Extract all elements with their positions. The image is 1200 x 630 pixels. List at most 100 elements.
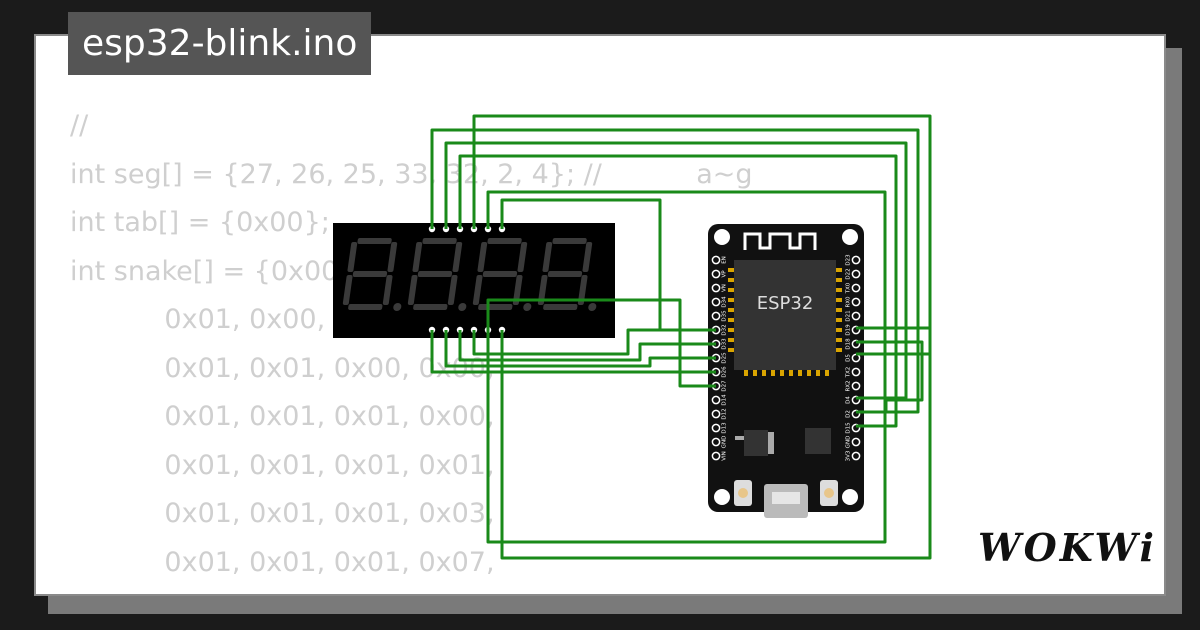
module-pad (728, 298, 734, 302)
mount-hole (714, 489, 730, 505)
segment (542, 242, 553, 272)
module-pad (728, 338, 734, 342)
pin-gnd[interactable] (711, 437, 721, 447)
pin-label: D25 (722, 352, 728, 364)
mount-hole (714, 229, 730, 245)
pin-rx2[interactable] (851, 381, 861, 391)
pin-d34[interactable] (711, 297, 721, 307)
pin-label: RX0 (846, 296, 852, 308)
pin-label: D14 (722, 394, 728, 406)
pin-d23[interactable] (851, 255, 861, 265)
module-pad (836, 278, 842, 282)
pin-vp[interactable] (711, 269, 721, 279)
pin-label: D27 (722, 380, 728, 392)
display-digits (342, 238, 597, 311)
pin-d14[interactable] (711, 395, 721, 405)
pin-label: VP (722, 270, 728, 278)
pin-rx0[interactable] (851, 297, 861, 307)
pin-label: D13 (722, 422, 728, 434)
pin-tx2[interactable] (851, 367, 861, 377)
pin-tx0[interactable] (851, 283, 861, 293)
segment (472, 275, 483, 305)
module-pad (728, 278, 734, 282)
module-pad (836, 338, 842, 342)
seven-segment-display[interactable] (333, 223, 615, 338)
segment (357, 238, 392, 244)
mount-hole (842, 489, 858, 505)
code-line: int snake[] = {0x00, (70, 255, 347, 287)
pin-label: TX2 (846, 367, 852, 379)
pin-label: D5 (846, 354, 852, 362)
code-line: int tab[] = {0x00}; (70, 207, 330, 238)
pin-label: D15 (846, 422, 852, 434)
decimal-point (393, 303, 402, 311)
segment (543, 304, 578, 310)
pin-label: GND (722, 436, 728, 449)
digit (342, 238, 402, 311)
regulator (744, 430, 768, 456)
antenna-icon (743, 232, 817, 250)
usb-uart-chip (805, 428, 831, 454)
module-pad (728, 348, 734, 352)
esp32-board[interactable]: ESP32 ENVPVND34D35D32D33D25D26D27D14D12D… (708, 224, 864, 518)
wire (444, 141, 908, 400)
pin-vin[interactable] (711, 451, 721, 461)
pin-label: D21 (846, 310, 852, 321)
module-pad (836, 298, 842, 302)
segment (417, 271, 453, 277)
decimal-point (458, 303, 467, 311)
segment (347, 242, 358, 272)
digit (537, 238, 597, 311)
module-pad (825, 370, 829, 376)
pin-label: GND (846, 436, 852, 449)
module-pad (728, 328, 734, 332)
wire (430, 330, 716, 374)
decimal-point (523, 303, 532, 311)
wokwi-logo: WOKWi (978, 525, 1157, 570)
segment (422, 238, 457, 244)
module-pad (728, 318, 734, 322)
pin-vn[interactable] (711, 283, 721, 293)
pin-3v3[interactable] (851, 451, 861, 461)
segment (512, 275, 523, 305)
module-pad (816, 370, 820, 376)
module-pad (836, 288, 842, 292)
segment (387, 242, 398, 272)
wire (856, 340, 924, 412)
pin-gnd[interactable] (851, 437, 861, 447)
module-pad (807, 370, 811, 376)
segment (452, 242, 463, 272)
pin-label: VN (722, 284, 728, 292)
segment (552, 238, 587, 244)
segment (582, 242, 593, 272)
module-pad (744, 370, 748, 376)
module-pad (780, 370, 784, 376)
module-pad (789, 370, 793, 376)
mount-hole (842, 229, 858, 245)
code-line: int seg[] = {27, 26, 25, 33, 32, 2, 4}; … (70, 158, 753, 190)
pin-d13[interactable] (711, 423, 721, 433)
wire (856, 326, 932, 356)
wire (458, 154, 898, 428)
wire (486, 190, 887, 544)
segment (482, 271, 518, 277)
module-pad (836, 348, 842, 352)
pin-en[interactable] (711, 255, 721, 265)
module-pad (836, 318, 842, 322)
pin-d12[interactable] (711, 409, 721, 419)
pin-label: D33 (722, 338, 728, 350)
pin-label: D18 (846, 338, 852, 350)
pin-label: D32 (722, 324, 728, 335)
segment (348, 304, 383, 310)
module-pad (762, 370, 766, 376)
pin-d22[interactable] (851, 269, 861, 279)
pin-label: D23 (846, 254, 852, 266)
module-pad (836, 268, 842, 272)
esp32-module (734, 260, 836, 370)
pin-d35[interactable] (711, 311, 721, 321)
wire (486, 298, 716, 388)
pin-d21[interactable] (851, 311, 861, 321)
module-pad (836, 308, 842, 312)
code-line: // (70, 110, 89, 141)
